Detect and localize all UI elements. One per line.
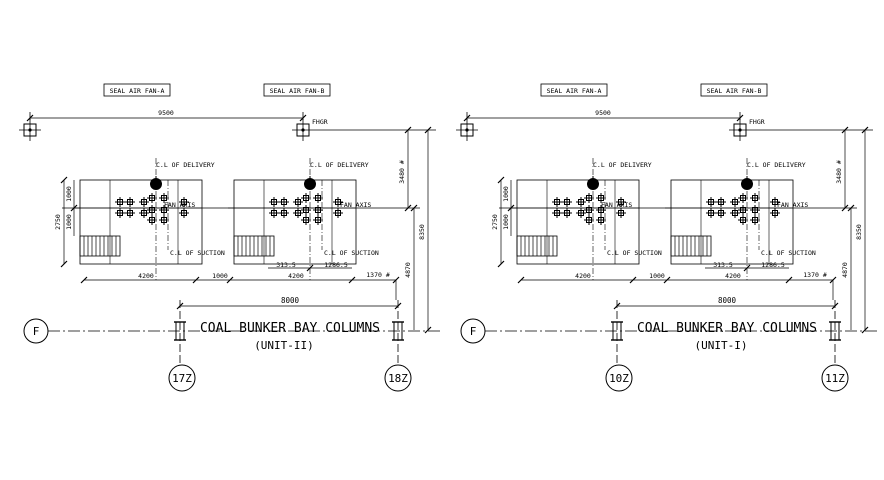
cl-delivery-label-2: C.L OF DELIVERY	[310, 161, 369, 169]
dim-8350: 8350	[855, 224, 863, 240]
dim-4200-b: 4200	[288, 272, 304, 280]
seal-air-fan-a-label-box	[540, 83, 608, 97]
dim-4200-a: 4200	[138, 272, 154, 280]
dim-2750: 2750	[491, 214, 499, 230]
column-marker-left	[455, 118, 479, 142]
grid-label-f: F	[470, 325, 477, 338]
column-left	[611, 300, 623, 365]
dim-1000-a: 1000	[502, 186, 510, 202]
grid-label-f: F	[33, 325, 40, 338]
column-marker-right	[728, 118, 752, 142]
column-bubble-left	[605, 364, 633, 392]
seal-air-fan-b-label: SEAL AIR FAN-B	[270, 87, 325, 95]
dim-4870: 4870	[841, 262, 849, 278]
column-label-right: 18Z	[388, 372, 408, 385]
fhgr-label: FHGR	[749, 118, 765, 126]
dim-4870: 4870	[404, 262, 412, 278]
column-label-right: 11Z	[825, 372, 845, 385]
seal-air-fan-a-label-box	[103, 83, 171, 97]
unit-label: (UNIT-II)	[254, 339, 314, 352]
dim-313-5: 313.5	[276, 261, 296, 269]
dim-1000-c: 1000	[649, 272, 665, 280]
dim-1370: 1370 #	[366, 271, 390, 279]
dim-9500: 9500	[158, 109, 174, 117]
drawing-title: COAL BUNKER BAY COLUMNS	[637, 321, 817, 336]
cl-suction-label-1: C.L OF SUCTION	[607, 249, 662, 257]
seal-air-fan-a-label: SEAL AIR FAN-A	[110, 87, 165, 95]
dim-1370: 1370 #	[803, 271, 827, 279]
seal-air-fan-b-label: SEAL AIR FAN-B	[707, 87, 762, 95]
fan-a-base	[74, 158, 202, 280]
dim-9500: 9500	[595, 109, 611, 117]
fan-axis-label-2: FAN AXIS	[340, 201, 371, 209]
cl-suction-label-1: C.L OF SUCTION	[170, 249, 225, 257]
column-label-left: 10Z	[609, 372, 629, 385]
drawing-title: COAL BUNKER BAY COLUMNS	[200, 321, 380, 336]
fan-a-base	[511, 158, 639, 280]
drawing-unit-i: SEAL AIR FAN-A SEAL AIR FAN-B 9500 FHGR …	[455, 83, 877, 392]
cl-suction-label-2: C.L OF SUCTION	[761, 249, 816, 257]
fhgr-label: FHGR	[312, 118, 328, 126]
column-bubble-right	[821, 364, 849, 392]
column-bubble-right	[384, 364, 412, 392]
dim-1286-5: 1286.5	[761, 261, 785, 269]
column-label-left: 17Z	[172, 372, 192, 385]
drawing-unit-ii: SEAL AIR FAN-A SEAL AIR FAN-B 9500 FHGR …	[18, 83, 440, 392]
fan-axis-label-2: FAN AXIS	[777, 201, 808, 209]
fan-axis-label-1: FAN AXIS	[601, 201, 632, 209]
dim-3480: 3480 #	[835, 160, 843, 184]
dim-1000-b: 1000	[65, 214, 73, 230]
fan-axis-label-1: FAN AXIS	[164, 201, 195, 209]
cl-delivery-label-1: C.L OF DELIVERY	[593, 161, 652, 169]
dim-1000-b: 1000	[502, 214, 510, 230]
dim-8350: 8350	[418, 224, 426, 240]
dim-1286-5: 1286.5	[324, 261, 348, 269]
column-marker-right	[291, 118, 315, 142]
column-marker-left	[18, 118, 42, 142]
dim-8000: 8000	[281, 296, 300, 305]
dim-2750: 2750	[54, 214, 62, 230]
dim-3480: 3480 #	[398, 160, 406, 184]
cl-suction-label-2: C.L OF SUCTION	[324, 249, 379, 257]
dim-313-5: 313.5	[713, 261, 733, 269]
seal-air-fan-b-label-box	[700, 83, 768, 97]
dim-4200-b: 4200	[725, 272, 741, 280]
dim-8000: 8000	[718, 296, 737, 305]
unit-label: (UNIT-I)	[695, 339, 748, 352]
column-right	[829, 300, 841, 365]
seal-air-fan-b-label-box	[263, 83, 331, 97]
column-bubble-left	[168, 364, 196, 392]
dim-1000-a: 1000	[65, 186, 73, 202]
cl-delivery-label-2: C.L OF DELIVERY	[747, 161, 806, 169]
column-left	[174, 300, 186, 365]
dim-1000-c: 1000	[212, 272, 228, 280]
seal-air-fan-a-label: SEAL AIR FAN-A	[547, 87, 602, 95]
dim-4200-a: 4200	[575, 272, 591, 280]
cl-delivery-label-1: C.L OF DELIVERY	[156, 161, 215, 169]
column-right	[392, 300, 404, 365]
